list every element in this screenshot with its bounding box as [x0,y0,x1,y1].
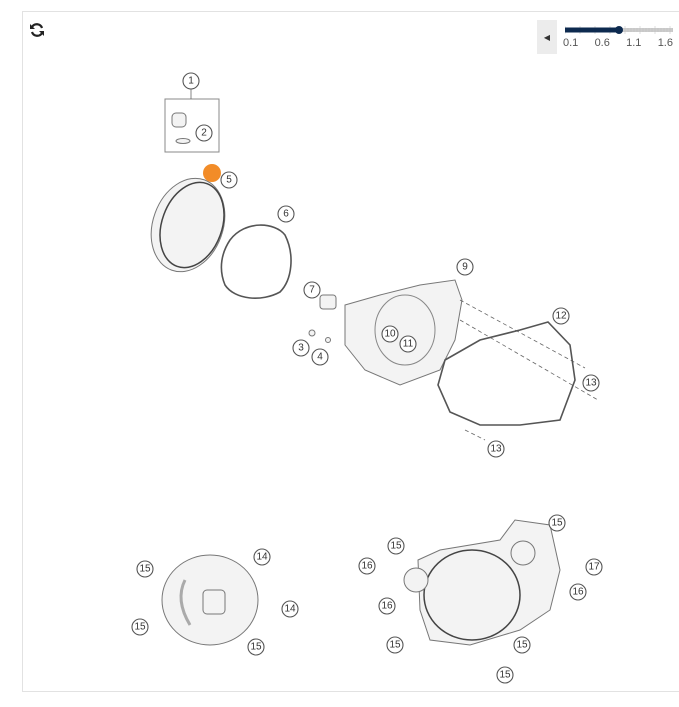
callout-label: 12 [555,311,567,322]
callout-label: 13 [490,444,502,455]
callout-label: 10 [384,329,396,340]
callout-label: 2 [201,128,207,139]
callout-2[interactable]: 2 [195,124,213,142]
callout-6[interactable]: 6 [277,205,295,223]
zoom-control: ◀ 0.1 0.6 1.1 1.6 [537,20,677,56]
ignition-cover[interactable] [161,554,259,646]
callout-15[interactable]: 15 [513,636,531,654]
callout-label: 3 [298,343,304,354]
diagram-viewer [22,11,679,692]
triangle-left-icon: ◀ [543,32,551,42]
zoom-slider[interactable] [565,26,673,34]
callout-7[interactable]: 7 [303,281,321,299]
crankcase-outer[interactable] [417,519,561,646]
slider-fill [565,27,619,33]
callout-15[interactable]: 15 [131,618,149,636]
callout-15[interactable]: 15 [387,537,405,555]
callout-1[interactable]: 1 [182,72,200,90]
callout-16[interactable]: 16 [378,597,396,615]
refresh-icon[interactable] [29,22,45,38]
callout-15[interactable]: 15 [247,638,265,656]
callout-15[interactable]: 15 [496,666,514,684]
callout-label: 5 [226,175,232,186]
callout-11[interactable]: 11 [399,335,417,353]
callout-9[interactable]: 9 [456,258,474,276]
callout-12[interactable]: 12 [552,307,570,325]
tick-label: 0.6 [594,37,610,49]
callout-label: 15 [499,670,511,681]
callout-15[interactable]: 15 [548,514,566,532]
callout-14[interactable]: 14 [253,548,271,566]
callout-label: 15 [390,541,402,552]
callout-15[interactable]: 15 [386,636,404,654]
crankcase-cover[interactable] [344,279,463,386]
tick-label: 1.1 [626,37,642,49]
callout-label: 7 [309,285,315,296]
slider-handle[interactable] [615,26,623,34]
callout-15[interactable]: 15 [136,560,154,578]
callout-label: 14 [256,552,268,563]
callout-label: 15 [134,622,146,633]
callout-13[interactable]: 13 [582,374,600,392]
gasket[interactable] [220,224,292,299]
callout-label: 15 [250,642,262,653]
kit-box [164,98,220,153]
callout-label: 16 [361,561,373,572]
callout-10[interactable]: 10 [381,325,399,343]
callout-4[interactable]: 4 [311,348,329,366]
zoom-ticks: 0.1 0.6 1.1 1.6 [563,37,673,49]
callout-label: 4 [317,352,323,363]
callout-3[interactable]: 3 [292,339,310,357]
callout-13[interactable]: 13 [487,440,505,458]
callout-label: 6 [283,209,289,220]
callout-label: 11 [403,339,414,350]
callout-label: 17 [588,562,600,573]
callout-label: 15 [516,640,528,651]
gasket-large[interactable] [437,321,576,426]
callout-label: 13 [585,378,597,389]
callout-17[interactable]: 17 [585,558,603,576]
callout-label: 14 [284,604,296,615]
callout-label: 15 [389,640,401,651]
callout-16[interactable]: 16 [569,583,587,601]
callout-14[interactable]: 14 [281,600,299,618]
zoom-back-button[interactable]: ◀ [537,20,557,54]
callout-16[interactable]: 16 [358,557,376,575]
callout-label: 9 [462,262,468,273]
callout-label: 15 [551,518,563,529]
tick-label: 0.1 [563,37,579,49]
callout-label: 16 [572,587,584,598]
callout-label: 16 [381,601,393,612]
callout-5[interactable]: 5 [220,171,238,189]
callout-label: 15 [139,564,151,575]
highlight-marker[interactable] [203,164,221,182]
callout-label: 1 [188,76,194,87]
tick-label: 1.6 [657,37,673,49]
